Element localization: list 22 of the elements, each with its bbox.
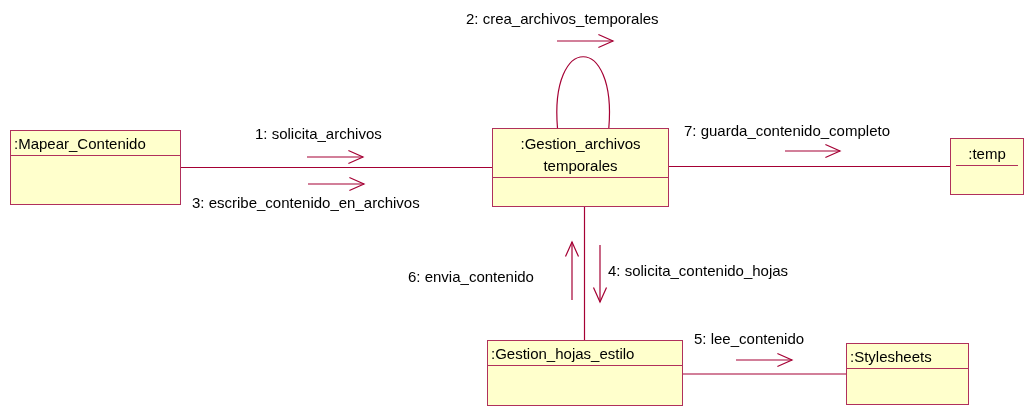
message-label: 3: escribe_contenido_en_archivos	[192, 193, 420, 213]
message-label: 5: lee_contenido	[694, 329, 805, 349]
message-label: 7: guarda_contenido_completo	[684, 121, 890, 141]
object-box	[10, 130, 181, 205]
link-line	[583, 206, 586, 341]
object-name: :Gestion_archivos temporales	[493, 133, 668, 178]
object-name: :Mapear_Contenido	[11, 133, 180, 156]
message-label: 6: envia_contenido	[408, 267, 534, 287]
object-name: :Stylesheets	[847, 346, 968, 369]
object-box	[846, 343, 969, 405]
link-line	[682, 373, 847, 375]
message-label: 2: crea_archivos_temporales	[466, 9, 659, 29]
link-line	[668, 165, 951, 168]
message-label: 1: solicita_archivos	[255, 124, 382, 144]
object-box	[950, 138, 1024, 195]
link-line	[556, 56, 610, 129]
object-box	[492, 128, 669, 207]
object-name: :Gestion_hojas_estilo	[488, 343, 682, 366]
link-line	[180, 166, 493, 169]
object-box	[487, 340, 683, 406]
message-label: 4: solicita_contenido_hojas	[608, 261, 789, 281]
object-name: :temp	[956, 143, 1018, 166]
